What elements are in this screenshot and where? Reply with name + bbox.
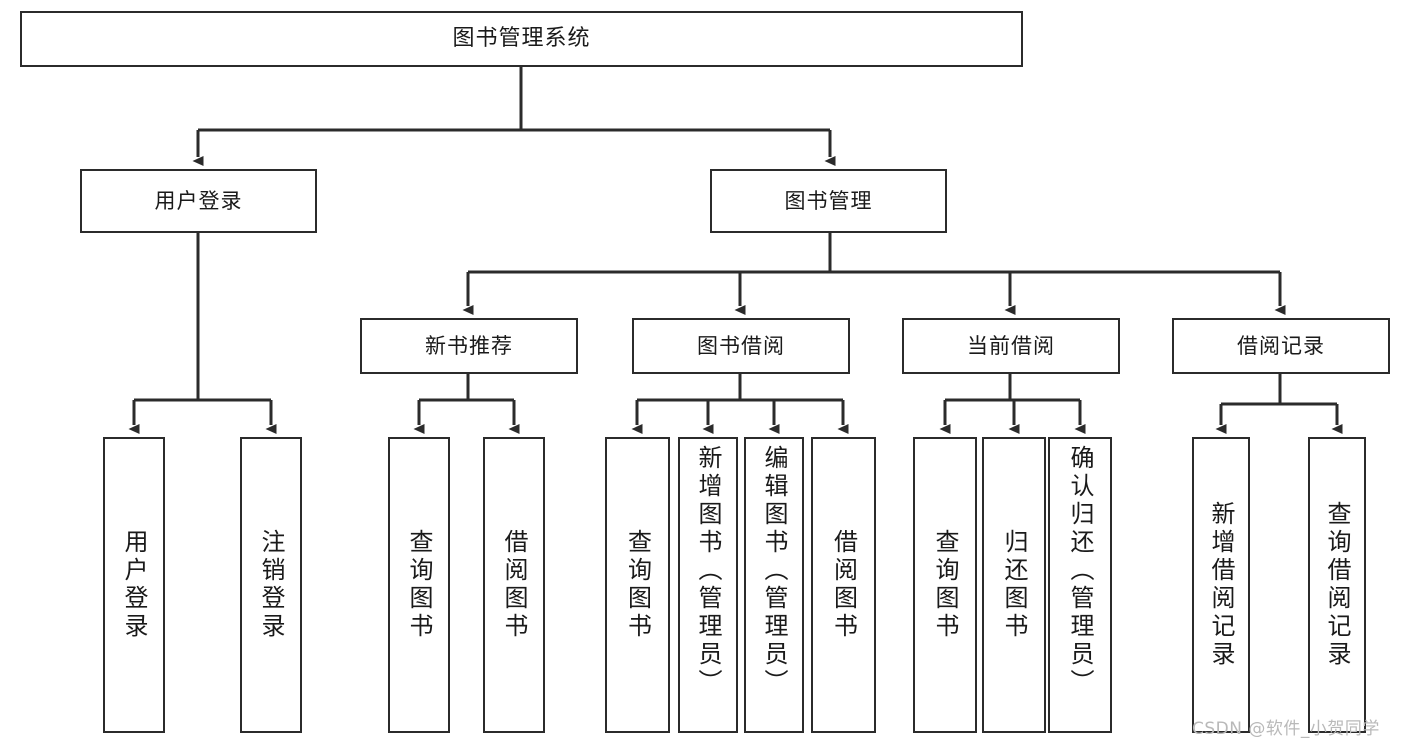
node-leaf-return-book[interactable]: 归还图书 <box>982 437 1046 733</box>
node-leaf-edit-book-label: 编辑图书（管理员） <box>760 445 788 697</box>
node-leaf-query-book-1-label: 查询图书 <box>405 529 433 641</box>
node-borrow-record[interactable]: 借阅记录 <box>1172 318 1390 374</box>
node-leaf-query-book-2[interactable]: 查询图书 <box>605 437 670 733</box>
node-borrow-record-label: 借阅记录 <box>1237 333 1325 358</box>
node-book-management-label: 图书管理 <box>784 188 873 213</box>
node-leaf-borrow-book-1-label: 借阅图书 <box>500 529 528 641</box>
watermark: CSDN @软件_小贺同学 <box>1192 719 1380 739</box>
node-leaf-edit-book[interactable]: 编辑图书（管理员） <box>744 437 804 733</box>
node-new-book-recommend-label: 新书推荐 <box>425 333 513 358</box>
node-leaf-add-book-label: 新增图书（管理员） <box>694 445 722 697</box>
node-leaf-user-login[interactable]: 用户登录 <box>103 437 165 733</box>
node-book-management[interactable]: 图书管理 <box>710 169 947 233</box>
node-leaf-confirm-return[interactable]: 确认归还（管理员） <box>1048 437 1112 733</box>
node-leaf-add-book[interactable]: 新增图书（管理员） <box>678 437 738 733</box>
node-book-borrow-label: 图书借阅 <box>697 333 785 358</box>
node-user-login[interactable]: 用户登录 <box>80 169 317 233</box>
node-leaf-add-record-label: 新增借阅记录 <box>1207 501 1235 669</box>
node-leaf-borrow-book-2[interactable]: 借阅图书 <box>811 437 876 733</box>
node-leaf-user-login-label: 用户登录 <box>120 529 148 641</box>
node-new-book-recommend[interactable]: 新书推荐 <box>360 318 578 374</box>
node-leaf-logout-label: 注销登录 <box>257 529 285 641</box>
node-leaf-query-record[interactable]: 查询借阅记录 <box>1308 437 1366 733</box>
node-book-borrow[interactable]: 图书借阅 <box>632 318 850 374</box>
node-root[interactable]: 图书管理系统 <box>20 11 1023 67</box>
node-leaf-query-book-1[interactable]: 查询图书 <box>388 437 450 733</box>
node-current-borrow[interactable]: 当前借阅 <box>902 318 1120 374</box>
node-leaf-add-record[interactable]: 新增借阅记录 <box>1192 437 1250 733</box>
node-root-label: 图书管理系统 <box>452 26 591 52</box>
node-leaf-query-book-2-label: 查询图书 <box>623 529 652 641</box>
node-leaf-query-record-label: 查询借阅记录 <box>1323 501 1351 669</box>
node-leaf-logout[interactable]: 注销登录 <box>240 437 302 733</box>
node-current-borrow-label: 当前借阅 <box>967 333 1055 358</box>
node-leaf-borrow-book-2-label: 借阅图书 <box>829 529 858 641</box>
node-leaf-query-book-3-label: 查询图书 <box>931 529 959 641</box>
node-user-login-label: 用户登录 <box>154 188 243 213</box>
node-leaf-return-book-label: 归还图书 <box>1000 529 1028 641</box>
node-leaf-confirm-return-label: 确认归还（管理员） <box>1066 445 1094 697</box>
node-leaf-borrow-book-1[interactable]: 借阅图书 <box>483 437 545 733</box>
node-leaf-query-book-3[interactable]: 查询图书 <box>913 437 977 733</box>
